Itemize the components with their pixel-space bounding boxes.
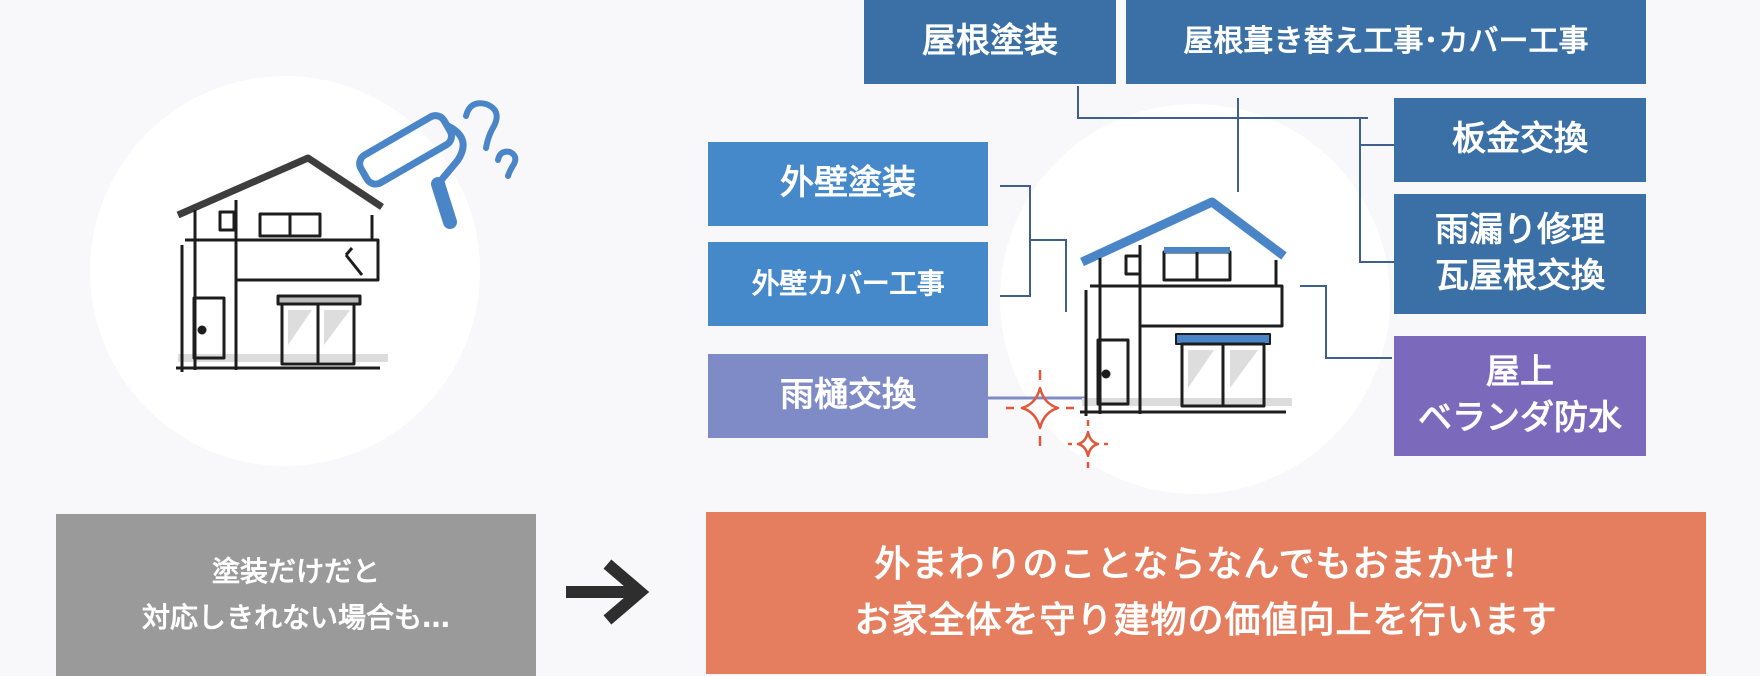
service-leak-repair: 雨漏り修理 瓦屋根交換 — [1394, 194, 1646, 314]
service-roof-replacement: 屋根葺き替え工事･カバー工事 — [1126, 0, 1646, 84]
connector-lines — [982, 86, 1394, 400]
house-after-icon — [1080, 197, 1292, 416]
arrow-right-icon — [566, 559, 650, 625]
service-rooftop-waterproofing: 屋上 ベランダ防水 — [1394, 336, 1646, 456]
limitation-note: 塗装だけだと 対応しきれない場合も… — [56, 514, 536, 676]
service-wall-painting: 外壁塗装 — [708, 142, 988, 226]
sparkle-icon — [1006, 370, 1108, 468]
service-gutter: 雨樋交換 — [708, 354, 988, 438]
paint-roller-icon — [356, 112, 467, 229]
service-roof-painting: 屋根塗装 — [864, 0, 1116, 84]
service-sheet-metal: 板金交換 — [1394, 98, 1646, 182]
service-wall-cover: 外壁カバー工事 — [708, 242, 988, 326]
full-service-banner: 外まわりのことならなんでもおまかせ！ お家全体を守り建物の価値向上を行います — [706, 512, 1706, 674]
house-before-icon — [176, 154, 388, 372]
question-mark-icon — [463, 100, 519, 179]
before-circle — [90, 76, 480, 466]
